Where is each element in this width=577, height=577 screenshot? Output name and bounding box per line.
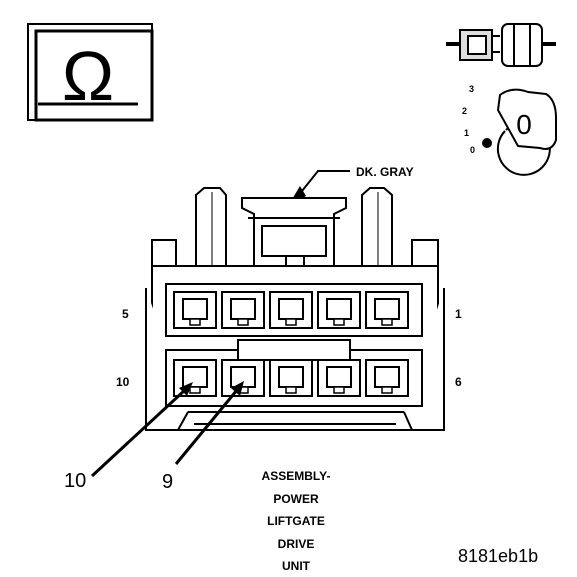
pin-cavity-2 bbox=[317, 291, 361, 329]
ignition-key-icon: 0 3 2 1 0 bbox=[462, 84, 557, 176]
pin-cavity-4 bbox=[221, 291, 265, 329]
connector-disconnect-icon bbox=[446, 23, 556, 67]
component-name: ASSEMBLY- POWER LIFTGATE DRIVE UNIT bbox=[262, 469, 331, 573]
svg-text:9: 9 bbox=[162, 471, 173, 493]
pin-cavity-10 bbox=[173, 359, 217, 397]
component-name-line-3: LIFTGATE bbox=[267, 514, 325, 528]
component-name-line-4: DRIVE bbox=[278, 537, 315, 551]
pin-label-6: 6 bbox=[455, 375, 462, 389]
pin-cavity-8 bbox=[269, 359, 313, 397]
pin-cavity-7 bbox=[317, 359, 361, 397]
pin-cavity-1 bbox=[365, 291, 409, 329]
pin-cavity-9 bbox=[221, 359, 265, 397]
svg-text:10: 10 bbox=[64, 470, 86, 492]
ignition-position-0: 0 bbox=[470, 145, 475, 155]
figure-id: 8181eb1b bbox=[458, 546, 538, 566]
component-name-line-1: ASSEMBLY- bbox=[262, 469, 331, 483]
pin-label-10: 10 bbox=[116, 375, 130, 389]
pin-cavity-5 bbox=[173, 291, 217, 329]
component-name-line-5: UNIT bbox=[282, 559, 311, 573]
wire-color-label: DK. GRAY bbox=[356, 165, 414, 179]
wire-color-leader bbox=[297, 170, 350, 197]
ignition-position-2: 2 bbox=[462, 106, 467, 116]
pin-cavities bbox=[173, 291, 409, 397]
ignition-key-position: 0 bbox=[516, 109, 532, 140]
ignition-position-1: 1 bbox=[464, 128, 469, 138]
pin-callout-9: 9 bbox=[162, 381, 244, 493]
ohm-symbol: Ω bbox=[62, 37, 114, 115]
ignition-position-3: 3 bbox=[469, 84, 474, 94]
pin-label-5: 5 bbox=[122, 307, 129, 321]
pin-cavity-6 bbox=[365, 359, 409, 397]
pin-cavity-3 bbox=[269, 291, 313, 329]
ohmmeter-icon: Ω bbox=[27, 23, 154, 122]
component-name-line-2: POWER bbox=[273, 492, 319, 506]
pin-callout-10: 10 bbox=[64, 382, 193, 492]
pin-label-1: 1 bbox=[455, 307, 462, 321]
